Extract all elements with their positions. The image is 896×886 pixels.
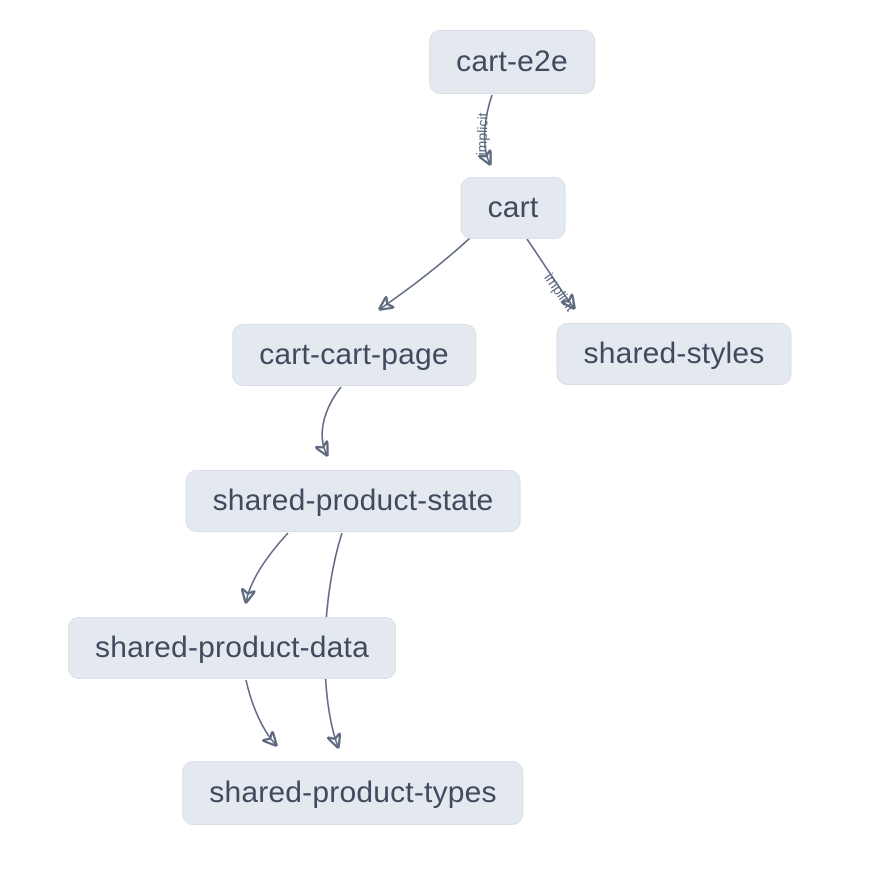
- node-cart-e2e[interactable]: cart-e2e: [429, 30, 595, 94]
- edge-cart-to-shared-styles: [526, 238, 574, 308]
- edge-cart-cart-page-to-shared-product-state: [322, 386, 342, 455]
- node-shared-product-data[interactable]: shared-product-data: [68, 617, 396, 679]
- node-cart[interactable]: cart: [460, 177, 566, 239]
- node-cart-cart-page[interactable]: cart-cart-page: [232, 324, 476, 386]
- edge-cart-to-cart-cart-page: [380, 237, 471, 309]
- edge-cart-e2e-to-cart: [485, 94, 493, 164]
- node-shared-product-types[interactable]: shared-product-types: [182, 761, 524, 825]
- edge-shared-product-data-to-shared-product-types: [245, 679, 276, 745]
- edge-shared-product-state-to-shared-product-data: [246, 532, 289, 602]
- edge-label-implicit-cart-e2e-cart: implicit: [473, 112, 491, 156]
- node-shared-product-state[interactable]: shared-product-state: [185, 470, 521, 532]
- node-shared-styles[interactable]: shared-styles: [556, 323, 792, 385]
